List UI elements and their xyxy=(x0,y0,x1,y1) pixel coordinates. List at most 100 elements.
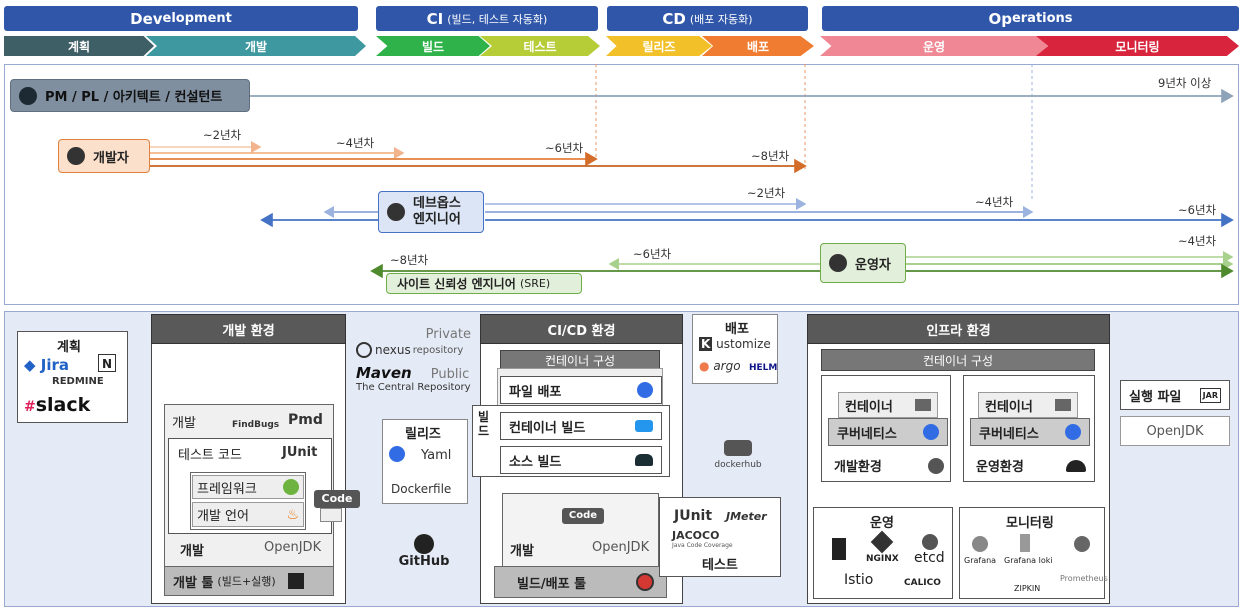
slack-icon: # xyxy=(24,399,36,415)
slack-logo: #slack xyxy=(24,394,90,416)
role-devops-line2: 엔지니어 xyxy=(413,212,461,227)
container-build-label: 컨테이너 빌드 xyxy=(509,420,586,436)
container-icon xyxy=(1055,399,1071,411)
container-icon xyxy=(915,399,931,411)
prometheus-icon xyxy=(1074,536,1090,552)
release-dockerfile: Dockerfile xyxy=(391,482,452,496)
ops-tools-box: 운영 NGINX etcd Istio CALICO xyxy=(813,507,953,599)
exec-openjdk-box: OpenJDK xyxy=(1120,416,1230,446)
openjdk-label-dev: OpenJDK xyxy=(264,540,322,555)
argo-icon: ● xyxy=(699,359,710,373)
framework-label: 프레임워크 xyxy=(197,481,257,497)
stage-release: 릴리즈 xyxy=(606,36,712,56)
year-dev-8: ~8년차 xyxy=(751,149,790,163)
person-icon xyxy=(19,86,37,105)
github-logo: GitHub xyxy=(394,533,454,569)
test-tools-box: JUnit JMeter JACOCO Java Code Coverage 테… xyxy=(659,497,781,577)
framework-row: 프레임워크 xyxy=(192,475,304,499)
infra-container-bar: 컨테이너 구성 xyxy=(821,349,1095,371)
jacoco-logo: JACOCO xyxy=(672,529,720,542)
stage-operate: 운영 xyxy=(820,36,1048,56)
argo-logo: ● argo xyxy=(699,359,741,373)
cicd-dev-label: 개발 xyxy=(510,544,534,559)
year-ops-8: ~8년차 xyxy=(390,253,429,267)
spring-icon xyxy=(283,479,299,495)
role-dev-label: 개발자 xyxy=(93,150,129,166)
nexus-icon xyxy=(356,342,372,358)
github-label: GitHub xyxy=(398,553,450,569)
stage-develop: 개발 xyxy=(146,36,366,56)
kubernetes-icon xyxy=(637,382,653,398)
language-label: 개발 언어 xyxy=(197,509,249,524)
role-ops-label: 운영자 xyxy=(855,257,891,273)
role-devops-line1: 데브옵스 xyxy=(413,196,461,211)
planning-title: 계획 xyxy=(57,340,81,355)
kustomize-label: ustomize xyxy=(716,337,771,351)
istio-label: Istio xyxy=(844,572,874,588)
phase-ops-big: Op xyxy=(988,9,1012,28)
infra-dev-env-label: 개발환경 xyxy=(834,460,882,475)
operator-icon xyxy=(829,254,847,272)
role-pm-label: PM / PL / 아키텍트 / 컨설턴트 xyxy=(45,90,223,105)
infra-container1: 컨테이너 xyxy=(838,392,938,418)
kustomize-logo: K ustomize xyxy=(699,337,771,351)
year-pm: 9년차 이상 xyxy=(1158,76,1212,90)
year-dev-2: ~2년차 xyxy=(203,128,242,142)
dev-env-title: 개발 환경 xyxy=(151,314,346,344)
stage-test: 테스트 xyxy=(480,36,600,56)
infra-k8s1: 쿠버네티스 xyxy=(828,418,948,446)
infra-container1-label: 컨테이너 xyxy=(845,399,893,415)
dockerhub-label: dockerhub xyxy=(714,460,762,470)
year-ops-6: ~6년차 xyxy=(633,247,672,261)
nginx-icon xyxy=(870,530,894,554)
redmine-logo: REDMINE xyxy=(52,376,104,387)
role-developer: 개발자 xyxy=(58,139,150,173)
nginx-label: NGINX xyxy=(866,554,899,564)
github-icon xyxy=(414,533,434,554)
nexus-logo: Private nexus repository xyxy=(356,327,471,358)
stage-plan: 계획 xyxy=(4,36,154,56)
cicd-openjdk: OpenJDK xyxy=(592,540,650,555)
release-box: 릴리즈 Yaml Dockerfile xyxy=(382,419,468,504)
source-build-box: 소스 빌드 xyxy=(500,446,662,474)
roles-panel xyxy=(4,64,1239,305)
ops-tools-title: 운영 xyxy=(870,516,894,531)
role-sre-label: 사이트 신뢰성 엔지니어 xyxy=(397,277,516,291)
year-dev-4: ~4년차 xyxy=(336,136,375,150)
cicd-container-bar: 컨테이너 구성 xyxy=(500,350,660,370)
infra-container2-label: 컨테이너 xyxy=(985,399,1033,415)
gradle-icon xyxy=(635,454,653,466)
docker-icon xyxy=(635,420,653,432)
grafana-label: Grafana xyxy=(964,556,997,565)
build-side-label: 빌드 xyxy=(478,410,490,438)
exec-file-box: 실행 파일 JAR xyxy=(1120,380,1230,410)
test-junit-logo: JUnit xyxy=(674,508,713,524)
year-ops-4: ~4년차 xyxy=(1178,234,1217,248)
role-sre-suffix: (SRE) xyxy=(519,277,551,290)
deploy-tools-box: 배포 K ustomize ● argo HELM xyxy=(692,314,778,384)
infra-ops-env: 운영환경 xyxy=(976,456,1086,475)
year-dev-6: ~6년차 xyxy=(545,141,584,155)
intellij-icon xyxy=(287,573,304,589)
maven-public: Public xyxy=(430,367,470,382)
language-row: 개발 언어 ♨ xyxy=(192,502,304,527)
jacoco-sub: Java Code Coverage xyxy=(672,542,733,549)
dev-tools-bar: 개발 툴 (빌드+실행) xyxy=(164,566,334,596)
phase-dev-rest: elopment xyxy=(162,11,232,26)
stage-deploy: 배포 xyxy=(702,36,814,56)
engineer-icon xyxy=(387,203,405,221)
junit-logo: JUnit xyxy=(282,445,318,460)
infra-ops-env-label: 운영환경 xyxy=(976,460,1024,475)
phase-dev-big: Dev xyxy=(130,9,163,28)
pmd-logo: Pmd xyxy=(288,412,323,428)
cicd-tools-label: 빌드/배포 툴 xyxy=(517,576,587,592)
dev-label: 개발 xyxy=(172,416,196,431)
calico-label: CALICO xyxy=(904,578,941,588)
test-label: 테스트 xyxy=(702,558,738,573)
zipkin-label: ZIPKIN xyxy=(1014,584,1041,593)
phase-ci-big: CI xyxy=(426,9,444,28)
dockerhub-icon xyxy=(724,440,752,456)
file-deploy-label: 파일 배포 xyxy=(509,384,562,400)
etcd-icon xyxy=(922,534,938,550)
